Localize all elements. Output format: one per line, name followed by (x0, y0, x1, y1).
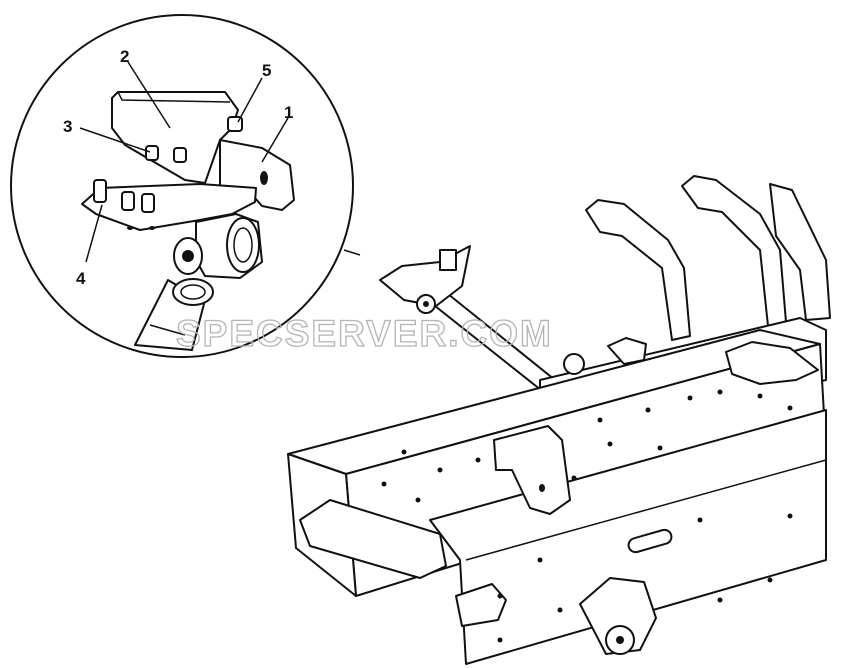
watermark: SPECSERVER.COM (176, 313, 553, 354)
detail-view: 2 5 1 3 4 (10, 14, 361, 358)
rail-knob (563, 353, 585, 375)
callout-2: 2 (120, 47, 129, 66)
mount-bracket-small (379, 245, 471, 314)
callout-leaders (79, 61, 289, 263)
callout-4: 4 (76, 269, 86, 288)
bushing-pair-lower (93, 179, 155, 213)
bracket-cover (111, 91, 239, 184)
crossmember-tube (299, 499, 447, 579)
bushing-pair-upper (145, 145, 187, 163)
cab-edge (769, 183, 831, 321)
tow-bracket (455, 583, 507, 627)
detail-circle (10, 14, 354, 358)
engine-mount-pad (725, 341, 819, 385)
detail-leader (343, 249, 361, 256)
callout-5: 5 (262, 61, 271, 80)
slot-hole (627, 528, 673, 554)
rear-bracket-right (681, 175, 787, 327)
rear-bracket-left (585, 199, 691, 341)
chassis-view (287, 175, 831, 665)
rubber-mount (172, 213, 263, 306)
spring-hanger (579, 577, 657, 655)
rail-clip (607, 337, 647, 365)
callout-1: 1 (284, 103, 293, 122)
rail-holes (381, 389, 793, 643)
rail-saddle-bracket (493, 425, 571, 515)
callout-3: 3 (63, 117, 72, 136)
